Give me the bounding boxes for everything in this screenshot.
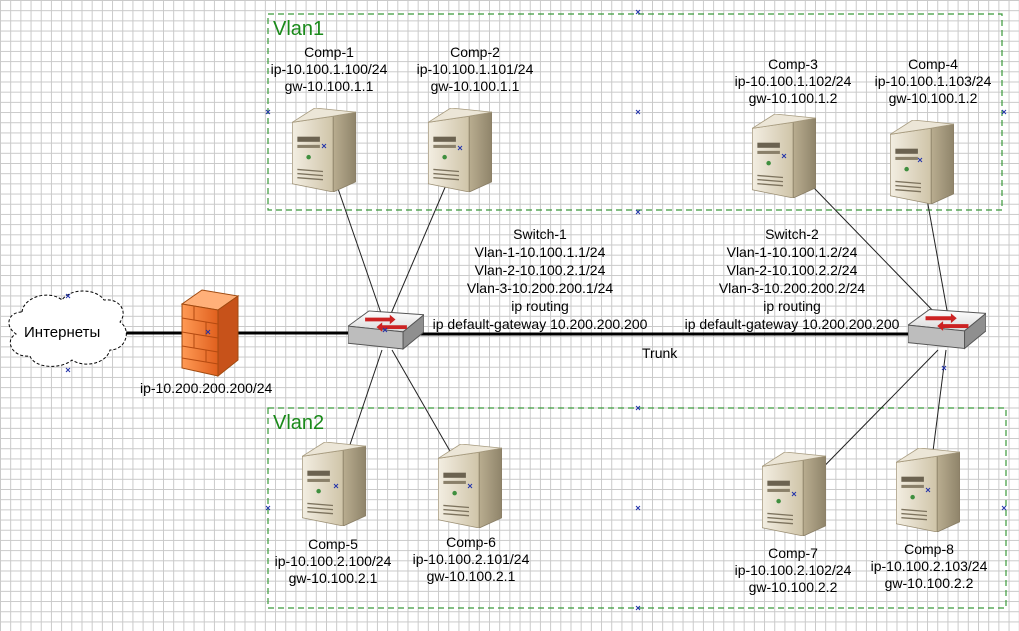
comp-name: Comp-5 [308, 536, 358, 552]
comp-name: Comp-2 [450, 44, 500, 60]
comp-name: Comp-8 [904, 541, 954, 557]
trunk-label: Trunk [642, 345, 678, 361]
comp-name: Comp-6 [446, 534, 496, 550]
switch-1-line: Vlan-1-10.100.1.1/24 [474, 244, 606, 260]
switch-1-line: Switch-1 [513, 226, 567, 242]
comp-gw: gw-10.100.2.2 [884, 575, 974, 591]
comp-ip: ip-10.100.1.103/24 [874, 73, 992, 89]
internet-label: Интернеты [24, 324, 101, 341]
comp-name: Comp-3 [768, 56, 818, 72]
comp-name: Comp-1 [304, 44, 354, 60]
comp-ip: ip-10.100.2.101/24 [412, 551, 530, 567]
switch-2-line: Switch-2 [765, 226, 819, 242]
selection-markers [65, 9, 1007, 611]
firewall-ip-label: ip-10.200.200.200/24 [140, 380, 273, 396]
comp-name: Comp-7 [768, 545, 818, 561]
switch-2-line: Vlan-3-10.200.200.2/24 [718, 280, 866, 296]
comp-gw: gw-10.100.2.1 [426, 568, 516, 584]
comp-8-label: Comp-8 ip-10.100.2.103/24 gw-10.100.2.2 [854, 541, 1004, 592]
switch-2-line: ip routing [763, 298, 821, 314]
vlan2-title: Vlan2 [273, 412, 325, 434]
switch-1-line: Vlan-2-10.100.2.1/24 [474, 262, 606, 278]
comp-gw: gw-10.100.1.1 [430, 78, 520, 94]
comp-1-icon [292, 108, 356, 192]
switch-1-line: Vlan-3-10.200.200.1/24 [466, 280, 614, 296]
comp-2-label: Comp-2 ip-10.100.1.101/24 gw-10.100.1.1 [400, 44, 550, 95]
switch-2-line: ip default-gateway 10.200.200.200 [684, 316, 900, 332]
comp-6-label: Comp-6 ip-10.100.2.101/24 gw-10.100.2.1 [396, 534, 546, 585]
comp-ip: ip-10.100.2.103/24 [870, 558, 988, 574]
comp-ip: ip-10.100.1.101/24 [416, 61, 534, 77]
comp-gw: gw-10.100.1.2 [888, 90, 978, 106]
comp-gw: gw-10.100.2.2 [748, 579, 838, 595]
comp-ip: ip-10.100.1.102/24 [734, 73, 852, 89]
switch-1-line: ip routing [511, 298, 569, 314]
firewall-icon [180, 289, 240, 378]
comp-name: Comp-4 [908, 56, 958, 72]
comp-gw: gw-10.100.1.1 [284, 78, 374, 94]
vlan1-title: Vlan1 [273, 18, 325, 40]
switch-1-label: Switch-1 Vlan-1-10.100.1.1/24 Vlan-2-10.… [400, 225, 680, 333]
comp-4-label: Comp-4 ip-10.100.1.103/24 gw-10.100.1.2 [858, 56, 1008, 107]
comp-7-label: Comp-7 ip-10.100.2.102/24 gw-10.100.2.2 [718, 545, 868, 596]
internet-cloud [8, 290, 127, 367]
comp-ip: ip-10.100.2.100/24 [274, 553, 392, 569]
comp-2-icon [428, 108, 492, 192]
comp-gw: gw-10.100.1.2 [748, 90, 838, 106]
switch-2-line: Vlan-2-10.100.2.2/24 [726, 262, 858, 278]
comp-ip: ip-10.100.1.100/24 [270, 61, 388, 77]
comp-gw: gw-10.100.2.1 [288, 570, 378, 586]
comp-5-label: Comp-5 ip-10.100.2.100/24 gw-10.100.2.1 [258, 536, 408, 587]
comp-ip: ip-10.100.2.102/24 [734, 562, 852, 578]
comp-1-label: Comp-1 ip-10.100.1.100/24 gw-10.100.1.1 [254, 44, 404, 95]
switch-2-line: Vlan-1-10.100.1.2/24 [726, 244, 858, 260]
comp-3-label: Comp-3 ip-10.100.1.102/24 gw-10.100.1.2 [718, 56, 868, 107]
switch-2-label: Switch-2 Vlan-1-10.100.1.2/24 Vlan-2-10.… [652, 225, 932, 333]
switch-1-line: ip default-gateway 10.200.200.200 [432, 316, 648, 332]
